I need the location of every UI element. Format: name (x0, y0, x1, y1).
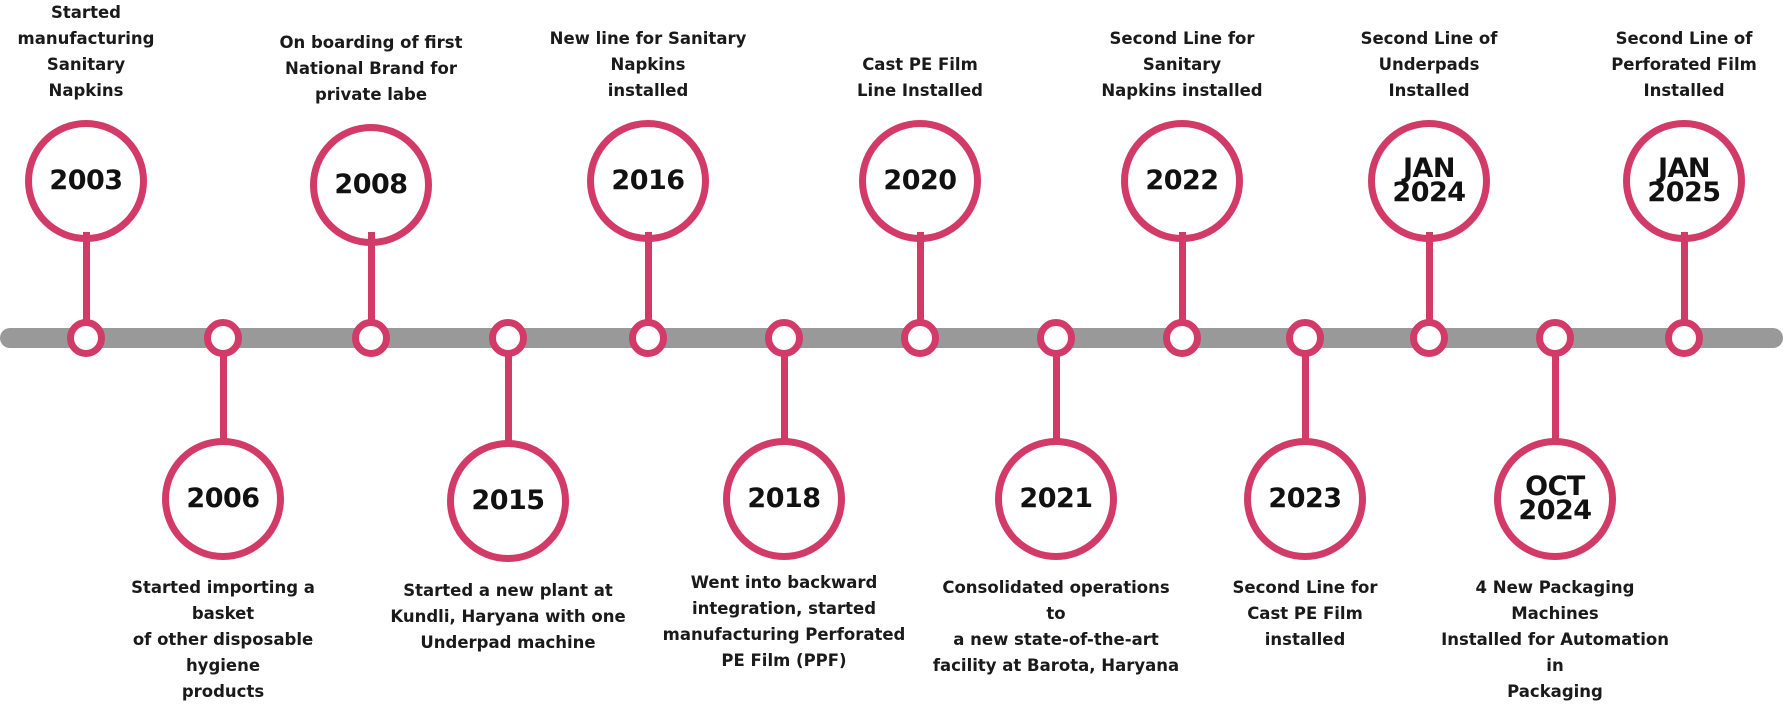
timeline-node (901, 319, 939, 357)
event-description: Started a new plant at Kundli, Haryana w… (390, 581, 626, 652)
year-badge: 2016 (587, 120, 709, 242)
event-description: Second Line for Cast PE Film installed (1232, 578, 1378, 649)
timeline-node (1410, 319, 1448, 357)
connector-stem (916, 232, 924, 324)
timeline-track (0, 328, 1783, 348)
event-year: 2006 (186, 483, 260, 514)
event-description: Second Line for Sanitary Napkins install… (1101, 29, 1263, 100)
year-badge: 2020 (859, 120, 981, 242)
event-year: 2022 (1145, 165, 1219, 196)
year-badge: JAN 2025 (1623, 120, 1745, 242)
connector-stem (1425, 232, 1433, 324)
timeline-node (1665, 319, 1703, 357)
connector-stem (82, 232, 90, 324)
event-description: Second Line of Underpads Installed (1360, 29, 1498, 100)
connector-stem (1680, 232, 1688, 324)
connector-stem (1551, 352, 1559, 446)
event-description: Second Line of Perforated Film Installed (1611, 29, 1757, 100)
year-badge: 2022 (1121, 120, 1243, 242)
year-badge: 2015 (447, 440, 569, 562)
event-year: 2003 (49, 165, 123, 196)
event-year: 2008 (334, 169, 408, 200)
year-badge: OCT 2024 (1494, 438, 1616, 560)
year-badge: 2021 (995, 438, 1117, 560)
event-year: JAN 2024 (1392, 153, 1466, 208)
year-badge: 2023 (1244, 438, 1366, 560)
event-year: 2021 (1019, 483, 1093, 514)
timeline-node (1536, 319, 1574, 357)
event-description: Cast PE Film Line Installed (857, 55, 983, 100)
year-badge: 2018 (723, 438, 845, 560)
connector-stem (780, 352, 788, 446)
timeline-node (352, 319, 390, 357)
event-description: Consolidated operations to a new state-o… (932, 578, 1180, 675)
timeline-node (1163, 319, 1201, 357)
year-badge: 2006 (162, 438, 284, 560)
connector-stem (644, 232, 652, 324)
event-year: 2018 (747, 483, 821, 514)
event-year: 2023 (1268, 483, 1342, 514)
event-description: Went into backward integration, started … (662, 573, 906, 670)
timeline-node (765, 319, 803, 357)
event-description: New line for Sanitary Napkins installed (549, 29, 747, 100)
timeline-node (204, 319, 242, 357)
timeline-node (67, 319, 105, 357)
event-year: OCT 2024 (1518, 471, 1592, 526)
event-year: 2015 (471, 485, 545, 516)
event-description: Started importing a basket of other disp… (131, 578, 315, 701)
event-year: 2016 (611, 165, 685, 196)
event-year: 2020 (883, 165, 957, 196)
year-badge: JAN 2024 (1368, 120, 1490, 242)
year-badge: 2003 (25, 120, 147, 242)
connector-stem (367, 232, 375, 324)
event-description: 4 New Packaging Machines Installed for A… (1441, 578, 1669, 701)
event-year: JAN 2025 (1647, 153, 1721, 208)
connector-stem (219, 352, 227, 446)
connector-stem (504, 352, 512, 446)
timeline-node (629, 319, 667, 357)
connector-stem (1301, 352, 1309, 446)
connector-stem (1178, 232, 1186, 324)
company-milestone-timeline: Started manufacturing Sanitary Napkins 2… (0, 3, 1783, 701)
event-description: On boarding of first National Brand for … (279, 33, 463, 104)
connector-stem (1052, 352, 1060, 446)
year-badge: 2008 (310, 124, 432, 246)
event-description: Started manufacturing Sanitary Napkins (17, 3, 155, 100)
